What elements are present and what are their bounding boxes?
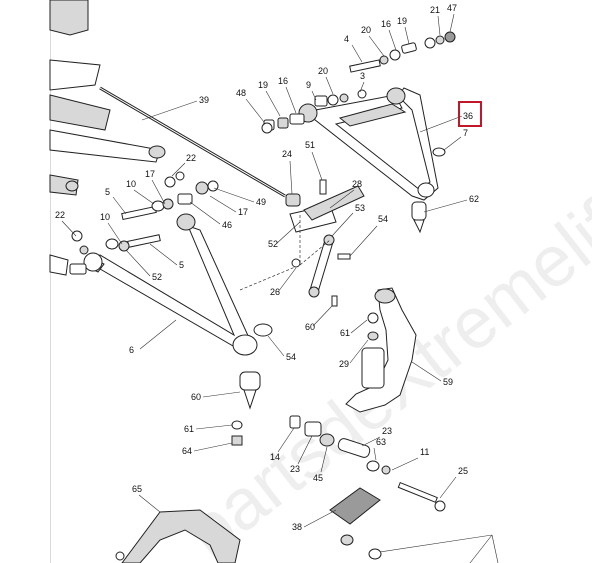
lower-hardware-left — [69, 171, 301, 275]
ball-joints — [231, 201, 427, 446]
callout-19b: 19 — [258, 80, 268, 90]
callout-54: 54 — [378, 214, 388, 224]
upper-hardware-row — [261, 31, 456, 134]
callout-29: 59 — [443, 377, 453, 387]
callout-54b: 60 — [305, 322, 315, 332]
lower-right-hardware — [289, 415, 446, 560]
callout-51: 51 — [305, 140, 315, 150]
callout-14: 23 — [382, 426, 392, 436]
callout-60b: 61 — [184, 424, 194, 434]
callout-45: 25 — [458, 466, 468, 476]
callout-36: 36 — [463, 111, 473, 121]
callout-28: 28 — [352, 179, 362, 189]
callout-52b: 26 — [270, 287, 280, 297]
lower-a-arm-26 — [83, 213, 273, 356]
callout-10b: 10 — [100, 212, 110, 222]
page-border — [50, 0, 51, 563]
callout-65: 38 — [292, 522, 302, 532]
callout-26: 6 — [129, 345, 134, 355]
callout-6: 54 — [286, 352, 296, 362]
frame-section-25 — [121, 509, 241, 563]
callout-62: 62 — [469, 194, 479, 204]
callout-5: 5 — [105, 187, 110, 197]
callout-17b: 17 — [238, 207, 248, 217]
highlighted-part-box — [458, 101, 482, 127]
callout-61: 29 — [339, 359, 349, 369]
callout-9: 9 — [306, 80, 311, 90]
callout-17c: 52 — [152, 272, 162, 282]
shock-and-link-parts — [239, 179, 365, 307]
callout-39: 39 — [199, 95, 209, 105]
spindle-29 — [345, 287, 417, 413]
callout-labels: 4 20 16 19 21 47 3 20 48 19 16 9 39 — [55, 3, 499, 563]
callout-21: 21 — [430, 5, 440, 15]
callout-22: 22 — [186, 153, 196, 163]
callout-46: 46 — [222, 220, 232, 230]
callout-47: 47 — [447, 3, 457, 13]
callout-19: 19 — [397, 16, 407, 26]
callout-4: 4 — [344, 34, 349, 44]
callout-10: 10 — [126, 179, 136, 189]
callout-5b: 5 — [179, 260, 184, 270]
callout-63: 11 — [420, 447, 429, 457]
callout-64: 14 — [270, 452, 280, 462]
callout-53: 53 — [355, 203, 365, 213]
callout-23b: 45 — [313, 473, 323, 483]
callout-24: 24 — [282, 149, 292, 159]
callout-16: 16 — [381, 19, 391, 29]
callout-20: 20 — [361, 25, 371, 35]
callout-11: 23 — [290, 464, 300, 474]
callout-49: 49 — [256, 197, 266, 207]
left-cropped-assembly — [49, 0, 166, 276]
callout-16b: 16 — [278, 76, 288, 86]
callout-52: 52 — [268, 239, 278, 249]
callout-25: 65 — [132, 484, 142, 494]
callout-60: 61 — [340, 328, 350, 338]
callout-59: 60 — [191, 392, 201, 402]
callout-7: 7 — [463, 128, 468, 138]
callout-3: 3 — [360, 71, 365, 81]
callout-20b: 20 — [318, 66, 328, 76]
callout-23: 63 — [376, 437, 386, 447]
callout-22b: 22 — [55, 210, 65, 220]
callout-61b: 64 — [182, 446, 192, 456]
callout-48: 48 — [236, 88, 246, 98]
callout-17: 17 — [145, 169, 155, 179]
